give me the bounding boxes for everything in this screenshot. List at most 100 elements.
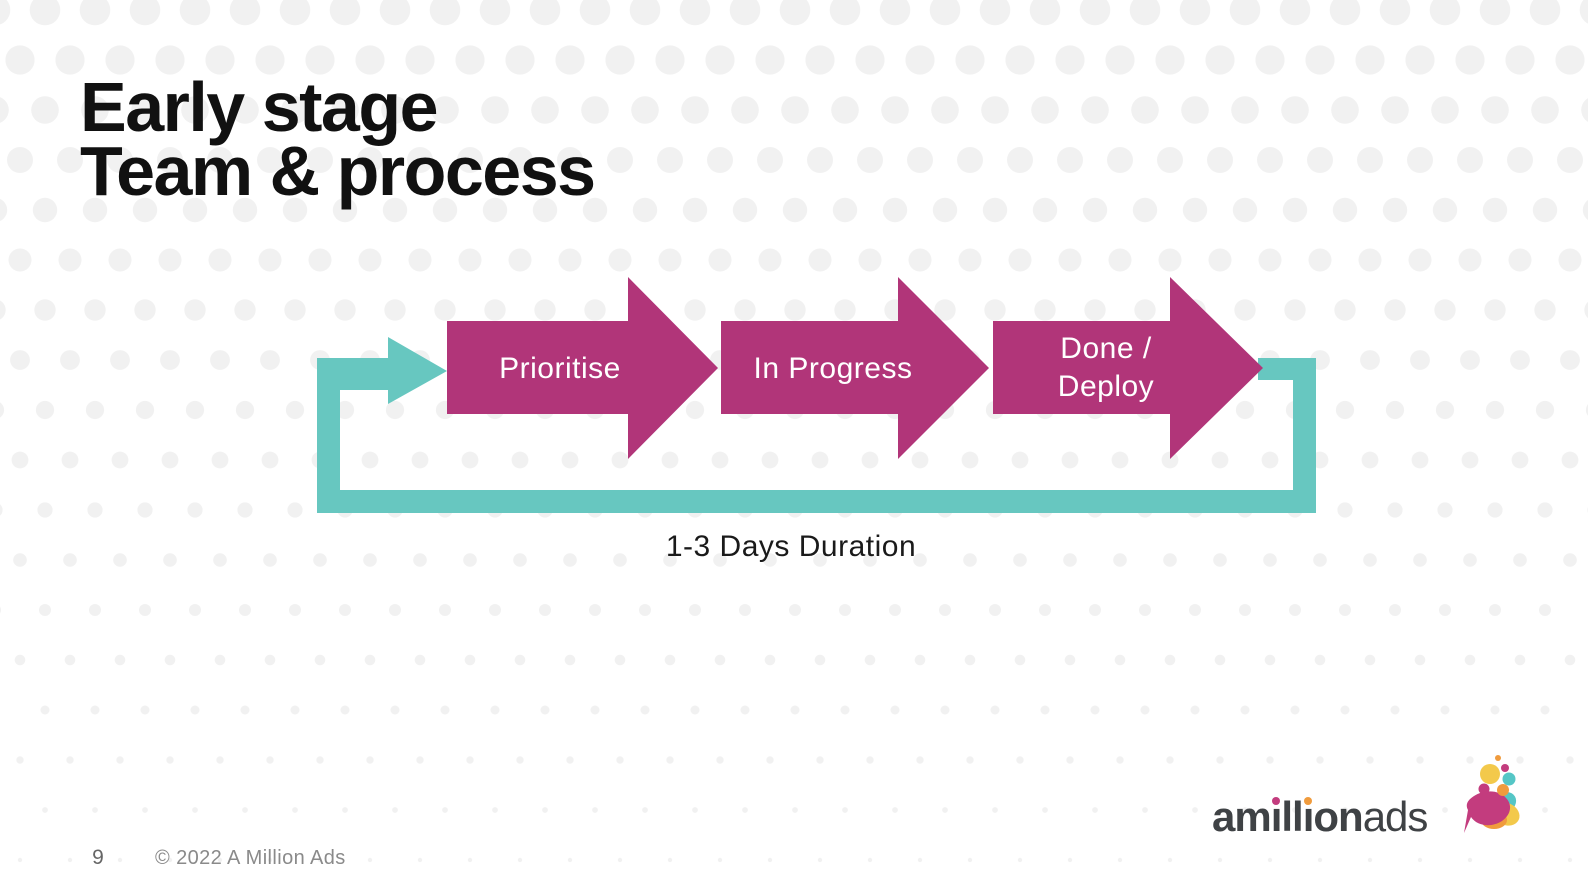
background-dot: [60, 350, 80, 370]
background-dot: [861, 451, 879, 469]
background-dot: [792, 807, 798, 813]
background-dot: [605, 45, 635, 75]
background-dot: [408, 248, 432, 272]
background-dot: [1434, 299, 1456, 321]
background-dot: [137, 502, 153, 518]
background-dot: [831, 96, 859, 124]
background-dot: [339, 604, 351, 616]
background-dot: [1014, 654, 1026, 666]
background-dot: [385, 400, 405, 420]
background-dot: [517, 857, 523, 863]
background-dot: [567, 857, 573, 863]
background-dot: [1042, 807, 1048, 813]
background-dot: [314, 654, 326, 666]
background-dot: [966, 756, 974, 764]
background-dot: [555, 45, 585, 75]
background-dot: [1017, 857, 1023, 863]
background-dot: [931, 96, 959, 124]
background-dot: [589, 604, 601, 616]
background-dot: [592, 807, 598, 813]
background-dot: [631, 96, 659, 124]
background-dot: [1057, 147, 1083, 173]
background-dot: [179, 0, 211, 26]
background-dot: [1342, 807, 1348, 813]
background-dot: [1529, 0, 1561, 26]
background-dot: [839, 604, 851, 616]
background-dot: [1011, 451, 1029, 469]
background-dot: [307, 147, 333, 173]
background-dot: [866, 756, 874, 764]
background-dot: [807, 147, 833, 173]
background-dot: [457, 147, 483, 173]
background-dot: [1034, 299, 1056, 321]
background-dot: [1411, 451, 1429, 469]
background-dot: [1266, 756, 1274, 764]
background-dot: [929, 0, 961, 26]
background-dot: [417, 857, 423, 863]
logo-bubble-magenta-body: [1464, 791, 1511, 833]
background-dot: [140, 705, 150, 715]
background-dot: [1281, 96, 1309, 124]
background-dot: [1289, 604, 1301, 616]
background-dot: [155, 45, 185, 75]
background-dot: [705, 45, 735, 75]
background-dot: [858, 248, 882, 272]
background-dot: [740, 705, 750, 715]
background-dot: [716, 756, 724, 764]
background-dot: [529, 0, 561, 26]
background-dot: [984, 299, 1006, 321]
background-dot: [1479, 0, 1511, 26]
background-dot: [287, 502, 303, 518]
background-dot: [955, 45, 985, 75]
background-dot: [107, 147, 133, 173]
background-dot: [414, 654, 426, 666]
background-dot: [234, 299, 256, 321]
background-dot: [755, 45, 785, 75]
background-dot: [1457, 147, 1483, 173]
step-label-done-line-2: Deploy: [1057, 370, 1155, 403]
background-dot: [1055, 45, 1085, 75]
background-dot: [11, 451, 29, 469]
logo-bubble-teal-circle: [1502, 772, 1516, 786]
background-dot: [187, 502, 203, 518]
background-dot: [57, 147, 83, 173]
background-dot: [690, 705, 700, 715]
background-dot: [463, 553, 477, 567]
background-dot: [817, 857, 823, 863]
background-dot: [439, 604, 451, 616]
background-dot: [1579, 0, 1588, 24]
background-dot: [1540, 705, 1550, 715]
background-dot: [905, 45, 935, 75]
background-dot: [1089, 604, 1101, 616]
background-dot: [35, 400, 55, 420]
background-dot: [767, 857, 773, 863]
background-dot: [7, 147, 33, 173]
background-dot: [411, 451, 429, 469]
background-dot: [1179, 0, 1211, 26]
background-dot: [832, 197, 858, 223]
background-dot: [484, 299, 506, 321]
background-dot: [258, 248, 282, 272]
background-dot: [1517, 857, 1523, 863]
background-dot: [308, 248, 332, 272]
background-dot: [916, 756, 924, 764]
background-dot: [1066, 756, 1074, 764]
background-dot: [613, 553, 627, 567]
background-dot: [1231, 96, 1259, 124]
background-dot: [89, 604, 101, 616]
background-dot: [1008, 248, 1032, 272]
background-dot: [513, 553, 527, 567]
background-dot: [442, 807, 448, 813]
background-dot: [1114, 654, 1126, 666]
background-dot: [990, 705, 1000, 715]
background-dot: [461, 451, 479, 469]
background-dot: [1181, 96, 1209, 124]
background-dot: [911, 451, 929, 469]
background-dot: [1167, 857, 1173, 863]
background-dot: [939, 604, 951, 616]
background-dot: [1455, 45, 1485, 75]
background-dot: [1514, 654, 1526, 666]
background-dot: [1240, 705, 1250, 715]
background-dot: [207, 147, 233, 173]
